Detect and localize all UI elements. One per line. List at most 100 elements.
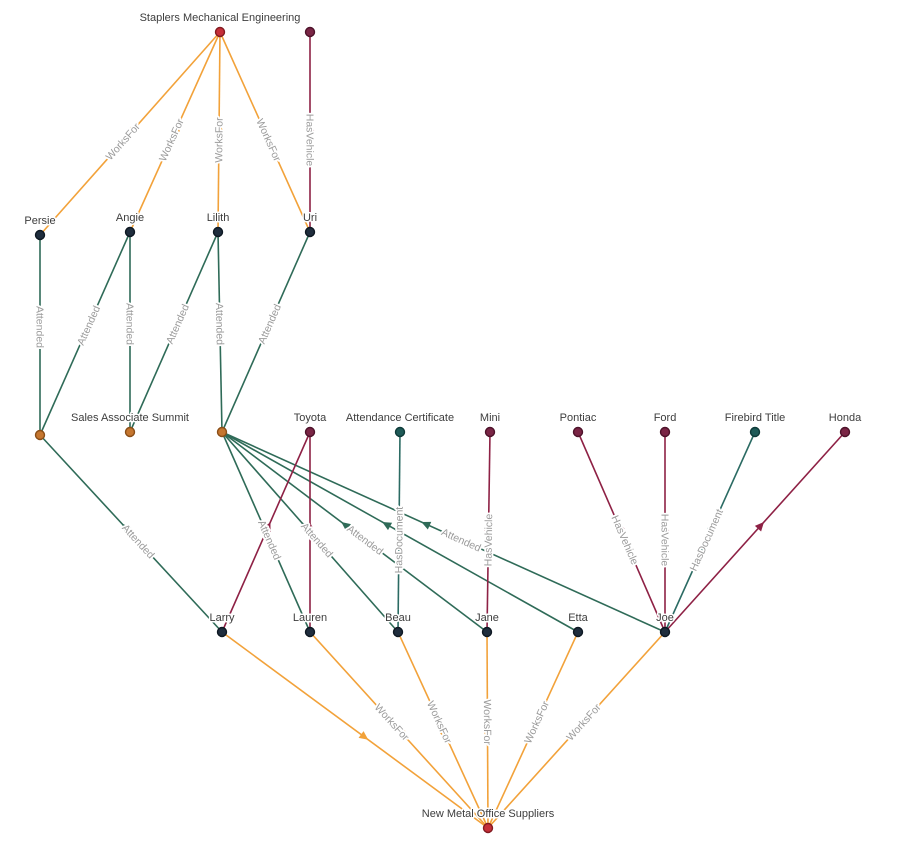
edge-lilith-summit_b[interactable] — [129, 231, 219, 433]
node-circle[interactable] — [214, 26, 226, 38]
edge-line[interactable] — [397, 431, 401, 633]
edge-lauren-nmos[interactable] — [309, 631, 489, 829]
edge-angie-staplers[interactable] — [129, 31, 221, 233]
node-circle[interactable] — [304, 426, 316, 438]
node-circle[interactable] — [216, 626, 228, 638]
node-jane[interactable]: Jane — [474, 611, 500, 638]
node-circle[interactable] — [572, 626, 584, 638]
node-label-toyota: Toyota — [294, 412, 327, 424]
edge-line[interactable] — [397, 631, 489, 829]
node-circle[interactable] — [484, 426, 496, 438]
node-joe[interactable]: Joe — [655, 611, 675, 638]
edge-joe-honda[interactable] — [664, 431, 846, 633]
edge-line[interactable] — [664, 431, 846, 633]
edge-line[interactable] — [39, 434, 223, 633]
edge-persie-summit_a[interactable] — [35, 235, 45, 435]
edge-line[interactable] — [309, 631, 489, 829]
edge-line[interactable] — [577, 431, 666, 633]
node-circle[interactable] — [572, 426, 584, 438]
edge-line[interactable] — [129, 231, 219, 433]
edge-line[interactable] — [219, 31, 311, 233]
edge-line[interactable] — [221, 431, 579, 633]
edge-angie-summit_b[interactable] — [125, 232, 135, 432]
node-circle[interactable] — [124, 426, 136, 438]
node-circle[interactable] — [34, 229, 46, 241]
node-circle[interactable] — [304, 26, 316, 38]
node-vehicle_top[interactable] — [304, 26, 316, 38]
node-nmos[interactable]: New Metal Office Suppliers — [420, 807, 556, 834]
node-toyota[interactable]: Toyota — [292, 411, 329, 438]
edge-joe-ford[interactable] — [660, 432, 670, 632]
node-circle[interactable] — [124, 226, 136, 238]
node-circle[interactable] — [392, 626, 404, 638]
node-mini[interactable]: Mini — [478, 411, 502, 438]
node-lilith[interactable]: Lilith — [205, 211, 231, 238]
edge-jane-nmos[interactable] — [483, 631, 492, 829]
edge-line[interactable] — [486, 631, 489, 829]
edge-line[interactable] — [129, 31, 221, 233]
edge-line[interactable] — [221, 231, 311, 433]
edge-line[interactable] — [217, 31, 221, 233]
edge-jane-mini[interactable] — [484, 431, 493, 633]
edge-lilith-staplers[interactable] — [214, 31, 224, 233]
node-uri[interactable]: Uri — [301, 211, 319, 238]
node-summit_c[interactable] — [216, 426, 228, 438]
node-angie[interactable]: Angie — [114, 211, 146, 238]
edge-line[interactable] — [221, 431, 488, 633]
edge-uri-summit_c[interactable] — [221, 231, 311, 433]
node-circle[interactable] — [482, 822, 494, 834]
edge-line[interactable] — [221, 431, 311, 633]
edge-line[interactable] — [221, 631, 489, 829]
edge-uri-vehicle_top[interactable] — [305, 32, 315, 232]
node-honda[interactable]: Honda — [827, 411, 864, 438]
edge-uri-staplers[interactable] — [219, 31, 311, 233]
edge-joe-nmos[interactable] — [487, 631, 666, 829]
edge-etta-summit_c[interactable] — [221, 431, 579, 633]
node-lauren[interactable]: Lauren — [291, 611, 329, 638]
edge-beau-attendance_certificate[interactable] — [394, 431, 404, 633]
edge-line[interactable] — [487, 631, 579, 829]
edge-persie-staplers[interactable] — [39, 31, 221, 236]
edge-line[interactable] — [486, 431, 491, 633]
edge-lauren-toyota[interactable] — [305, 432, 315, 632]
node-circle[interactable] — [659, 626, 671, 638]
node-larry[interactable]: Larry — [208, 611, 237, 638]
node-etta[interactable]: Etta — [567, 611, 590, 638]
node-persie[interactable]: Persie — [23, 214, 57, 241]
node-circle[interactable] — [481, 626, 493, 638]
node-summit_a[interactable] — [34, 429, 46, 441]
edge-line[interactable] — [487, 631, 666, 829]
edge-larry-nmos[interactable] — [221, 631, 489, 829]
node-circle[interactable] — [394, 426, 406, 438]
edge-larry-toyota[interactable] — [221, 431, 311, 633]
node-circle[interactable] — [749, 426, 761, 438]
node-beau[interactable]: Beau — [384, 611, 412, 638]
edge-joe-firebird_title[interactable] — [664, 431, 756, 633]
edge-line[interactable] — [664, 431, 756, 633]
edge-etta-nmos[interactable] — [487, 631, 579, 829]
edge-angie-summit_a[interactable] — [39, 231, 131, 436]
node-circle[interactable] — [304, 626, 316, 638]
node-ford[interactable]: Ford — [652, 411, 678, 438]
node-staplers[interactable]: Staplers Mechanical Engineering — [138, 11, 302, 38]
node-circle[interactable] — [34, 429, 46, 441]
node-circle[interactable] — [212, 226, 224, 238]
edge-line[interactable] — [39, 231, 131, 436]
edge-jane-summit_c[interactable] — [221, 431, 488, 633]
node-circle[interactable] — [839, 426, 851, 438]
node-circle[interactable] — [659, 426, 671, 438]
edge-beau-nmos[interactable] — [397, 631, 489, 829]
edge-lilith-summit_c[interactable] — [215, 231, 225, 433]
edge-larry-summit_a[interactable] — [39, 434, 223, 633]
node-circle[interactable] — [304, 226, 316, 238]
edge-joe-pontiac[interactable] — [577, 431, 666, 633]
node-circle[interactable] — [216, 426, 228, 438]
edge-line[interactable] — [217, 231, 223, 433]
edge-line[interactable] — [39, 31, 221, 236]
node-firebird_title[interactable]: Firebird Title — [723, 411, 787, 438]
node-attendance_certificate[interactable]: Attendance Certificate — [344, 411, 456, 438]
node-summit_b[interactable]: Sales Associate Summit — [70, 411, 191, 438]
node-pontiac[interactable]: Pontiac — [558, 411, 598, 438]
